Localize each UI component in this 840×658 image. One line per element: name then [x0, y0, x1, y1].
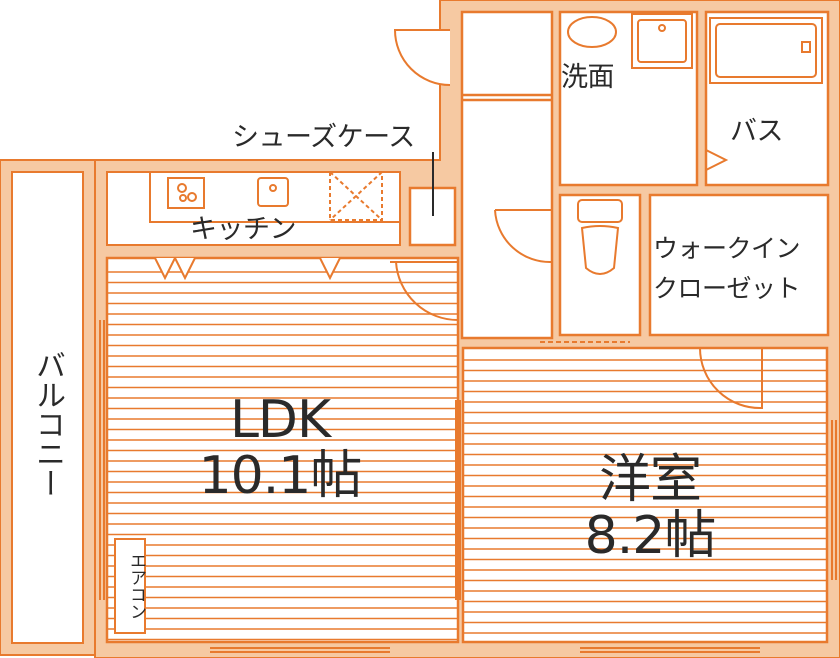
- kitchen-label: キッチン: [190, 214, 297, 245]
- washroom-label: 洗面: [561, 62, 615, 93]
- balcony-label: バルコニー: [30, 350, 65, 498]
- bedroom-floor-boards: [464, 359, 826, 634]
- shoe-case-label: シューズケース: [232, 122, 415, 153]
- aircon-label: エアコン: [114, 538, 146, 634]
- bedroom-name: 洋室: [598, 450, 702, 510]
- bath-label: バス: [730, 116, 784, 147]
- room-outlines: [105, 10, 830, 644]
- bedroom-room-label: 洋室 8.2帖: [560, 452, 740, 564]
- bathtub: [709, 17, 823, 84]
- ldk-name: LDK: [229, 390, 331, 450]
- closet-label-line1: ウォークイン: [653, 234, 801, 263]
- ceiling-marks: [154, 257, 341, 281]
- ldk-floor-boards: [108, 271, 457, 641]
- bedroom-size: 8.2帖: [584, 506, 717, 567]
- windows: [99, 320, 837, 653]
- wash-basin: [567, 13, 693, 69]
- ldk-room-label: LDK 10.1帖: [180, 392, 380, 504]
- closet-label-line2: クローゼット: [653, 274, 801, 303]
- doors: [390, 29, 763, 410]
- ldk-size: 10.1帖: [198, 446, 363, 507]
- toilet: [577, 199, 623, 275]
- fridge-space: [329, 171, 383, 221]
